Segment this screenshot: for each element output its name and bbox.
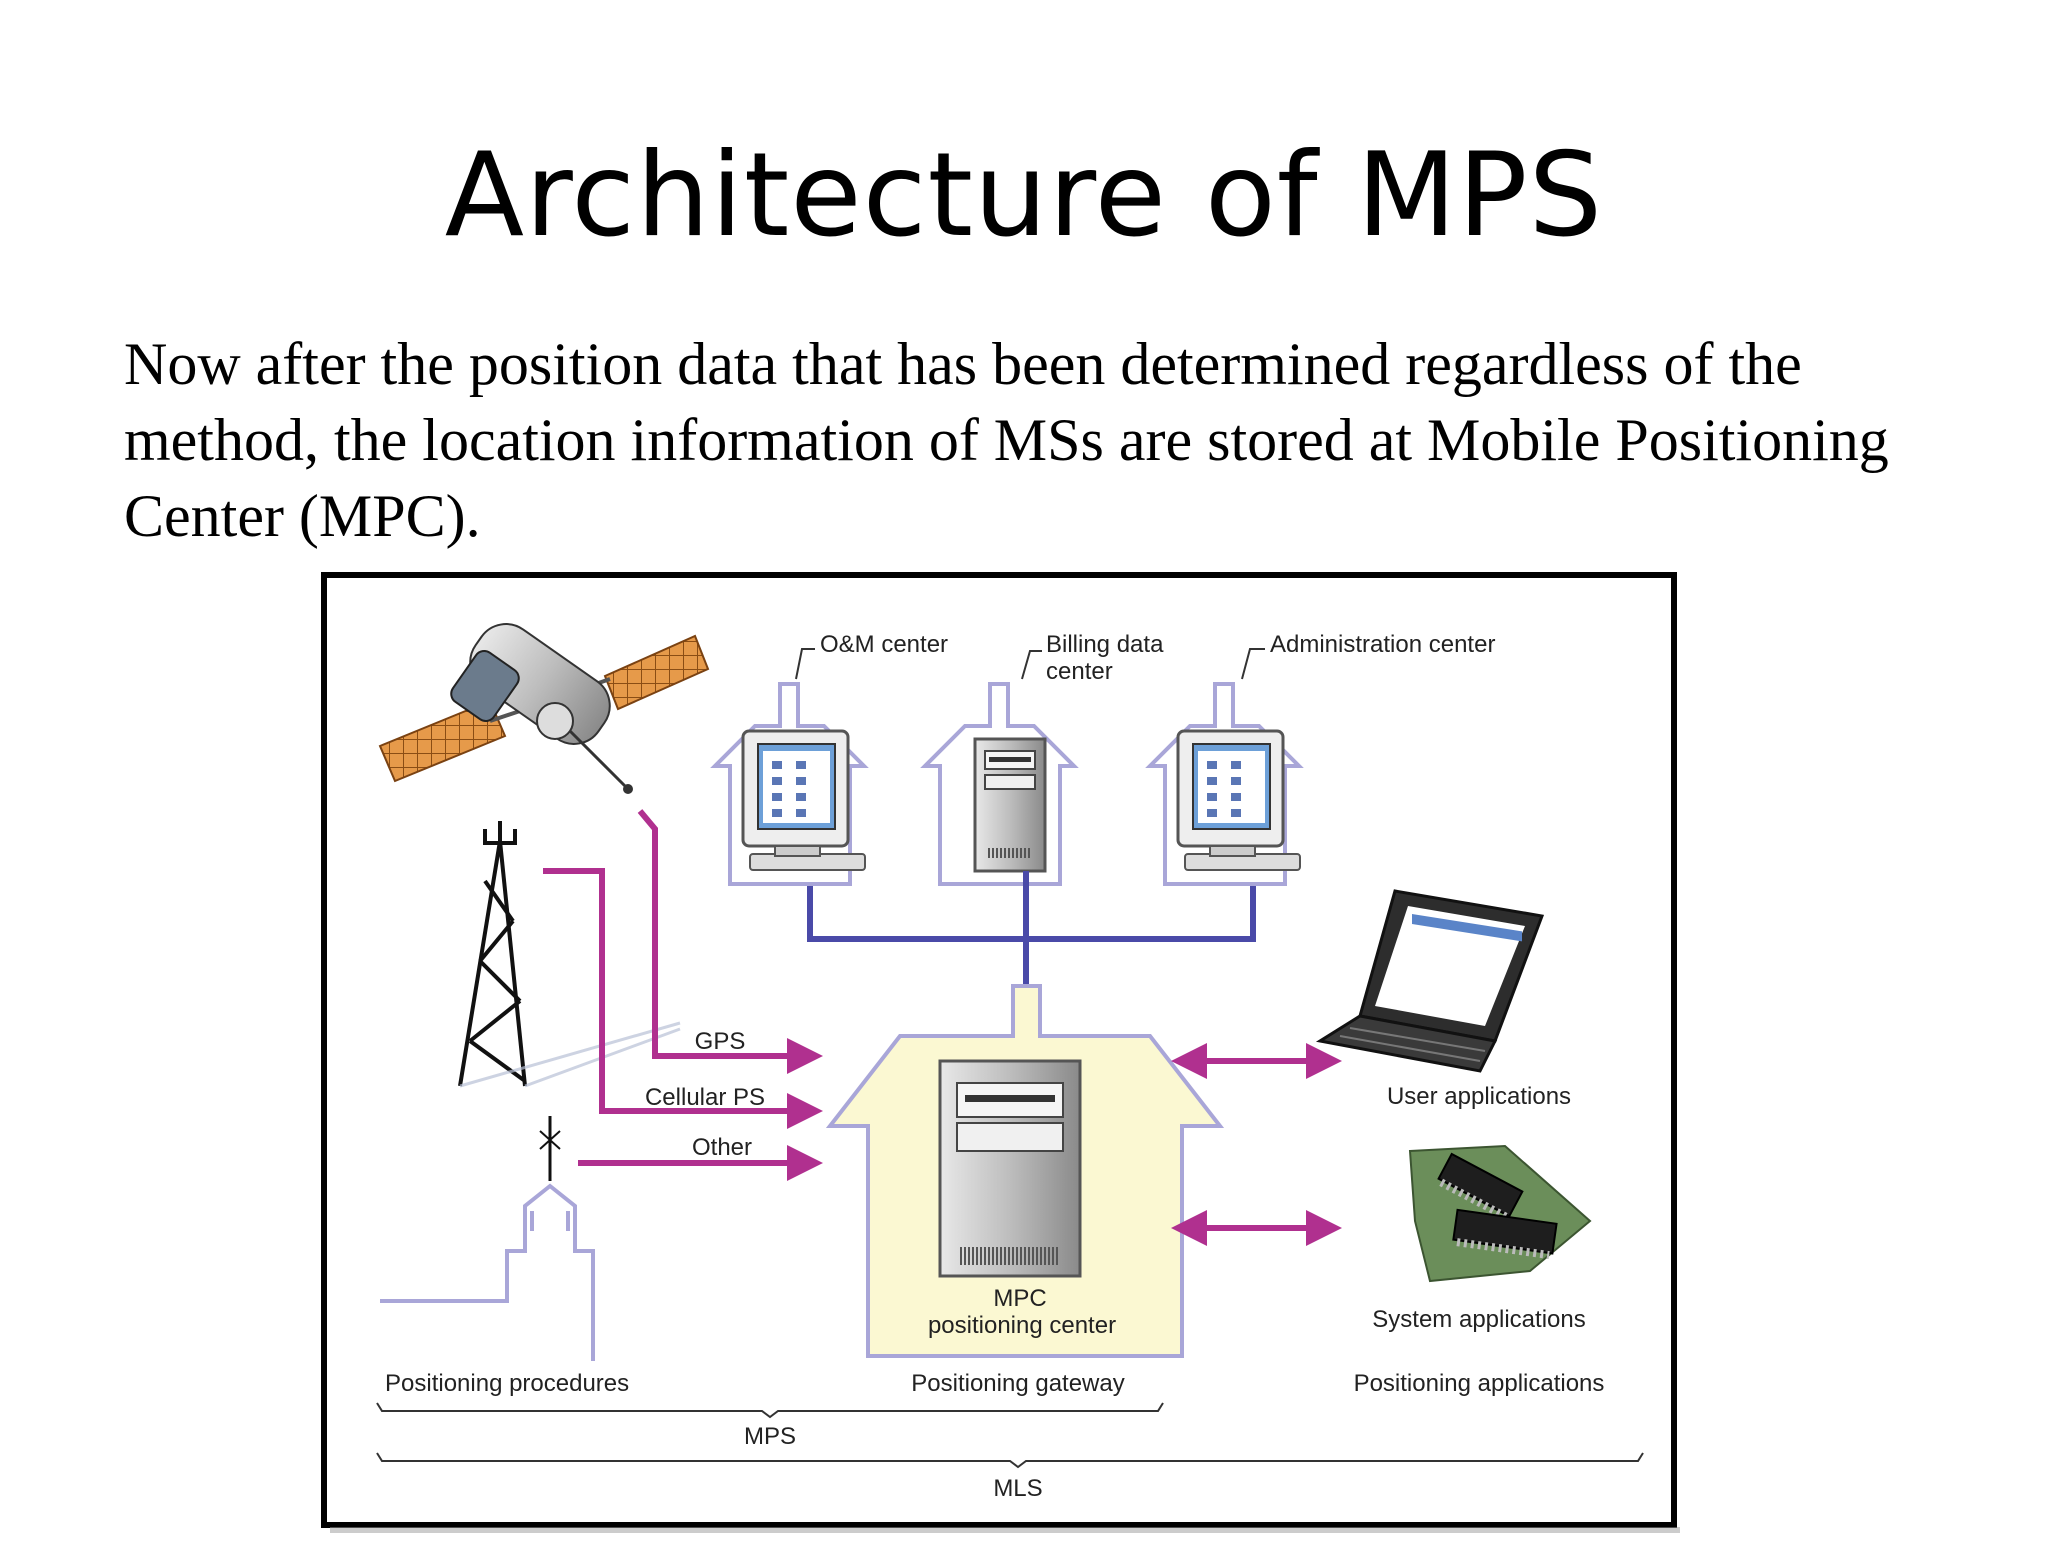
mps-group-label: MPS	[744, 1423, 796, 1450]
mpc-label-line1: MPC	[993, 1285, 1046, 1312]
user-applications-label: User applications	[1387, 1083, 1571, 1110]
system-applications-label: System applications	[1372, 1306, 1585, 1333]
gps-arrow	[637, 809, 823, 1074]
slide-body-text: Now after the position data that has bee…	[124, 331, 1889, 549]
mls-group-label: MLS	[993, 1475, 1042, 1502]
positioning-gateway-label: Positioning gateway	[911, 1370, 1124, 1397]
satellite-icon	[378, 623, 710, 794]
administration-center-label: Administration center	[1270, 631, 1495, 658]
mpc-server-icon	[938, 1059, 1082, 1278]
church-antenna-icon	[380, 1116, 595, 1361]
mpc-label-line2: positioning center	[928, 1312, 1116, 1339]
circuit-chips-icon	[1408, 1144, 1592, 1283]
billing-label-line2: center	[1046, 658, 1113, 685]
mps-architecture-diagram: GPS Cellular PS Other	[320, 571, 1682, 1541]
laptop-icon	[1315, 889, 1545, 1073]
positioning-procedures-label: Positioning procedures	[385, 1370, 629, 1397]
gps-label: GPS	[695, 1028, 746, 1055]
billing-server-icon	[973, 737, 1047, 873]
cellular-arrow	[543, 868, 823, 1129]
other-label: Other	[692, 1134, 752, 1161]
slide-title: Architecture of MPS	[444, 128, 1604, 263]
administration-monitor-icon	[1176, 729, 1301, 871]
mls-brace	[376, 1452, 1644, 1469]
positioning-applications-label: Positioning applications	[1354, 1370, 1605, 1397]
mps-brace	[376, 1402, 1164, 1419]
billing-label-line1: Billing data	[1046, 631, 1164, 658]
om-center-monitor-icon	[741, 729, 866, 871]
diagram-svg: GPS Cellular PS Other	[321, 572, 1680, 1533]
cellular-ps-label: Cellular PS	[645, 1084, 765, 1111]
cell-tower-icon	[458, 821, 527, 1087]
om-center-label: O&M center	[820, 631, 948, 658]
